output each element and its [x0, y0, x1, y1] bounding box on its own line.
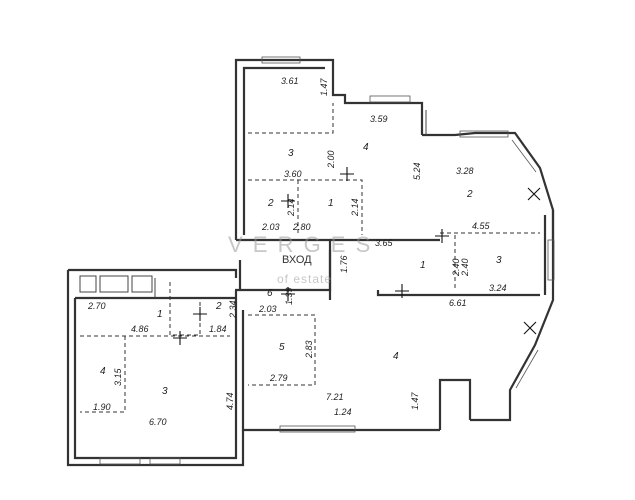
room-number-left-1: 1 — [157, 309, 163, 320]
left-block-labels: 2.70 2.34 4.86 1.84 3.15 4.74 1.90 6.70 … — [87, 300, 238, 427]
watermark-tagline: of estate — [277, 272, 332, 286]
room-number-right-3: 3 — [496, 255, 502, 266]
dim-left-room2-width: 1.84 — [209, 324, 227, 334]
room-number-right-4: 4 — [393, 351, 399, 362]
dim-upper-room1-height: 2.14 — [350, 198, 360, 217]
dim-right-bay-room-width: 3.28 — [456, 166, 474, 176]
dim-upper-room3-height: 2.00 — [326, 150, 336, 169]
dim-right-room3-height-b: 2.40 — [460, 258, 470, 277]
dim-upper-room2-height: 2.14 — [286, 198, 296, 217]
dim-right-hall-width: 3.65 — [375, 238, 394, 248]
room-number-right-1: 1 — [420, 260, 426, 271]
dim-left-room4-width: 1.90 — [93, 402, 111, 412]
dim-room6-width: 2.03 — [258, 304, 277, 314]
dim-room5-height: 2.83 — [304, 340, 314, 359]
dim-right-hall-length: 6.61 — [449, 298, 467, 308]
dim-room6-height: 1.39 — [284, 287, 294, 305]
room-number-upper-1: 1 — [328, 198, 334, 209]
room-number-upper-2: 2 — [267, 198, 274, 209]
dim-upper-room4-width: 3.59 — [370, 114, 388, 124]
dim-left-room3-width: 6.70 — [149, 417, 167, 427]
dim-right-room3-width: 3.24 — [489, 283, 507, 293]
level-marks — [173, 167, 541, 345]
dim-left-room2-height: 2.34 — [228, 300, 238, 319]
room-number-left-3: 3 — [162, 386, 168, 397]
room-number-right-2: 2 — [466, 189, 473, 200]
room-number-left-4: 4 — [100, 366, 106, 377]
entrance-label: ВХОД — [282, 254, 312, 266]
room-number-upper-4: 4 — [363, 142, 369, 153]
dim-room4-window: 1.24 — [334, 407, 352, 417]
dim-room4-step: 1.47 — [410, 391, 420, 410]
room-number-right-5: 5 — [279, 342, 285, 353]
dim-upper-room4-height: 5.24 — [412, 162, 422, 180]
dim-upper-step: 1.47 — [319, 77, 329, 96]
left-block-closets — [79, 275, 156, 298]
room-number-left-2: 2 — [215, 301, 222, 312]
dim-upper-room2-width: 2.03 — [261, 222, 280, 232]
zone-lines — [80, 103, 540, 413]
watermark-brand: V E R G E S — [228, 232, 372, 257]
right-wing-labels: 3.28 4.55 3.65 1.76 2.40 2.40 3.24 6.61 … — [258, 166, 507, 417]
dim-upper-room3-width: 3.60 — [284, 169, 302, 179]
watermark: V E R G E S of estate — [228, 232, 372, 286]
dim-right-room2-depth: 4.55 — [472, 221, 491, 231]
dim-room5-width: 2.79 — [269, 373, 288, 383]
dim-left-room4-height: 3.15 — [113, 367, 123, 386]
room-number-right-6: 6 — [267, 288, 273, 299]
dim-upper-room1-width: 2.80 — [292, 222, 311, 232]
windows — [99, 56, 555, 465]
dim-left-room3-height: 4.74 — [225, 392, 235, 410]
dim-room4-length: 7.21 — [326, 392, 344, 402]
dim-right-room3-height-a: 2.40 — [451, 258, 461, 277]
dim-left-top-width: 2.70 — [87, 301, 106, 311]
dim-left-room1-width: 4.86 — [131, 324, 149, 334]
dim-connector-height: 1.76 — [339, 255, 349, 273]
dim-upper-width: 3.61 — [281, 76, 299, 86]
upper-block-labels: 3.61 1.47 3.59 2.00 3.60 5.24 2.14 2.14 … — [261, 76, 422, 232]
room-number-upper-3: 3 — [288, 148, 294, 159]
